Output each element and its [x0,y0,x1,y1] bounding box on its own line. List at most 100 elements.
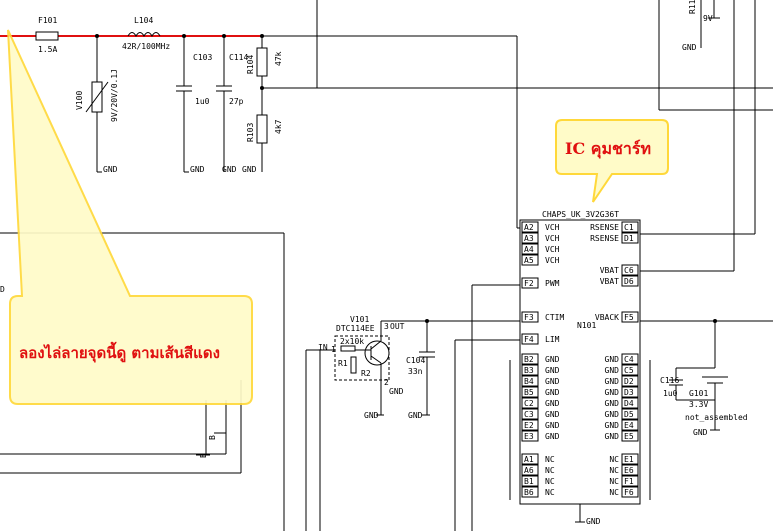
l104-ref: L104 [134,16,153,25]
ic-pin-name: GND [545,366,560,375]
r117-ref: R117 [688,0,697,14]
c104-value: 33n [408,367,423,376]
ic-pin-num: E4 [624,421,634,430]
ic-pin-a6: A6 NC [521,464,555,476]
top-right-gnd: GND [682,43,697,52]
v101-r1: R1 [338,359,348,368]
v100-ref: V100 [75,91,84,110]
ic-pin-name: NC [609,488,619,497]
ic-pin-num: C3 [524,410,534,419]
ic-pin-name: VCH [545,256,560,265]
ic-ref: N101 [577,321,596,330]
c103-ref: C103 [193,53,212,62]
ic-pin-num: B1 [524,477,534,486]
c104-ref: C104 [406,356,425,365]
left-circuit-block: D B B [0,232,285,531]
capacitor-c103: C103 1u0 GND [176,36,212,174]
ic-pin-name: GND [605,388,620,397]
v101-bottom-gnd: GND [364,411,379,420]
ic-pin-name: GND [605,355,620,364]
ic-pin-name: GND [545,377,560,386]
ic-pin-num: A2 [524,223,534,232]
ic-traces [454,228,773,531]
ic-pin-f1: F1 NC [609,475,639,487]
c114-gnd: GND [222,165,237,174]
ic-pin-name: GND [605,377,620,386]
ic-pin-f6: F6 NC [609,486,639,498]
ic-pin-name: NC [545,466,555,475]
g101-gnd: GND [693,428,708,437]
callout-ic-text: IC คุมชาร์ท [565,139,652,158]
ic-pin-name: GND [545,388,560,397]
ic-pin-name: NC [545,477,555,486]
ic-pin-name: GND [605,421,620,430]
ic-pin-num: C6 [624,266,634,275]
ic-pin-name: NC [545,455,555,464]
ic-pin-num: A3 [524,234,534,243]
ic-pin-num: F4 [524,335,534,344]
ic-pin-num: C1 [624,223,634,232]
left-pin-d: D [0,285,5,294]
capacitor-c104: C104 33n GND [406,319,435,420]
left-pin-b1: B [208,435,217,440]
f101-value: 1.5A [38,45,57,54]
ic-pin-name: RSENSE [590,234,619,243]
ic-pin-name: PWM [545,279,560,288]
ic-pin-num: D6 [624,277,634,286]
ic-pin-name: VBACK [595,313,619,322]
r104-value: 47k [274,51,283,66]
ic-name: CHAPS_UK_3V2G36T [542,210,619,219]
ic-pin-name: GND [605,366,620,375]
v101-ref: V101 [350,315,369,324]
callout-trace-text: ลองไล่ลายจุดนี้ดู ตามเส้นสีแดง [19,344,220,362]
ic-pin-f2: F2 PWM [521,277,560,289]
ic-pin-num: A6 [524,466,534,475]
ic-pin-c4: C4 GND [605,353,639,365]
ic-pin-num: F2 [524,279,534,288]
ic-pin-num: F5 [624,313,634,322]
callout-trace-hint [7,29,253,405]
c104-gnd: GND [408,411,423,420]
ic-pin-name: VCH [545,245,560,254]
varistor-v100: V100 9V/20V/0.1J GND [75,36,119,174]
ic-bottom-gnd: GND [586,517,601,526]
fuse-f101: F101 1.5A [35,16,59,54]
r103-value: 4k7 [274,119,283,134]
sv-label: 9V [703,14,713,23]
v101-r-value: 2x10k [340,337,364,346]
battery-g101-area: C116 1u0 G101 3.3V not_assembled GND [660,367,748,437]
r104-ref: R104 [246,55,255,74]
capacitor-c114: C114 27p GND [216,36,248,174]
ic-pin-name: VCH [545,223,560,232]
ic-pin-name: NC [609,477,619,486]
c103-gnd: GND [190,165,205,174]
ic-pin-name: GND [545,410,560,419]
top-right-block: R117 9V GND [658,0,773,271]
ic-pin-num: E2 [524,421,534,430]
c114-value: 27p [229,97,244,106]
ic-right-pins: C1RSENSED1RSENSEC6VBATD6VBATF5VBACKC4GND… [590,221,639,498]
ic-pin-num: C4 [624,355,634,364]
ic-pin-num: F6 [624,488,634,497]
ic-pin-name: VBAT [600,266,619,275]
v101-out-pin: OUT [390,322,405,331]
v101-out-num: 3 [384,322,389,331]
ic-pin-name: GND [605,410,620,419]
ic-pin-a2: A2 VCH [521,221,560,233]
c116-value: 1u0 [663,389,678,398]
callout-ic-label [555,119,669,203]
g101-value: 3.3V [689,400,708,409]
ic-pin-num: F1 [624,477,634,486]
l104-value: 42R/100MHz [122,42,170,51]
